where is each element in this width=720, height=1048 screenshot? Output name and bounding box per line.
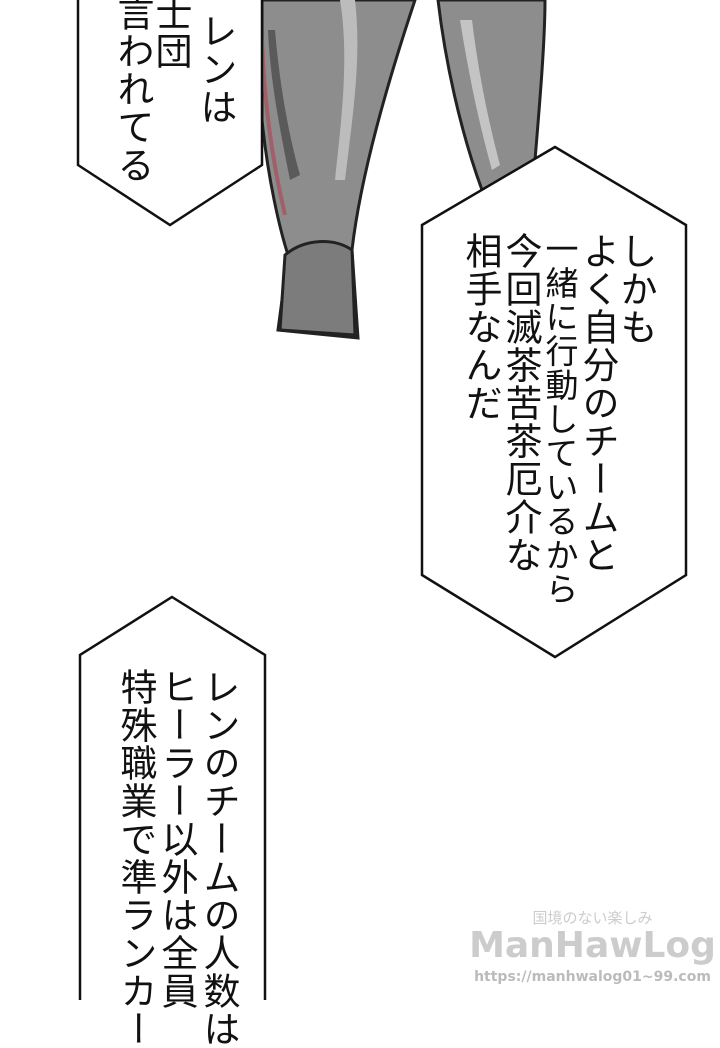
bubble-2-line-2: よく自分のチームと xyxy=(576,232,619,574)
speech-bubble-3 xyxy=(78,595,267,1000)
bubble-2-line-5: 相手なんだ xyxy=(459,232,502,422)
right-leg xyxy=(436,0,547,193)
left-leg xyxy=(260,0,417,340)
bubble-1-line-1: レンは xyxy=(194,12,237,126)
speech-bubble-2 xyxy=(420,145,688,659)
watermark-url: https://manhwalog01~99.com xyxy=(474,969,711,985)
bubble-2-line-4: 今回滅茶苦茶厄介な xyxy=(499,232,542,574)
bubble-3-line-3: 特殊職業で準ランカー xyxy=(114,668,157,1048)
speech-bubble-1 xyxy=(76,0,264,227)
bubble-2-line-1: しかも xyxy=(614,232,657,346)
bubble-3-line-1: レンのチームの人数は xyxy=(197,668,240,1048)
manga-panel-art xyxy=(76,0,688,1000)
bubble-1-line-2: 士団 xyxy=(149,0,192,70)
watermark-tagline: 国境のない楽しみ xyxy=(532,909,653,927)
watermark: 国境のない楽しみ ManHawLog https://manhwalog01~9… xyxy=(465,905,720,1000)
bubble-1-line-3: 言われてる xyxy=(111,0,154,184)
bubble-2-line-3: 一緒に行動しているから xyxy=(540,232,579,606)
bubble-3-line-2: ヒーラー以外は全員 xyxy=(155,668,198,1010)
watermark-logo: ManHawLog xyxy=(469,925,716,966)
